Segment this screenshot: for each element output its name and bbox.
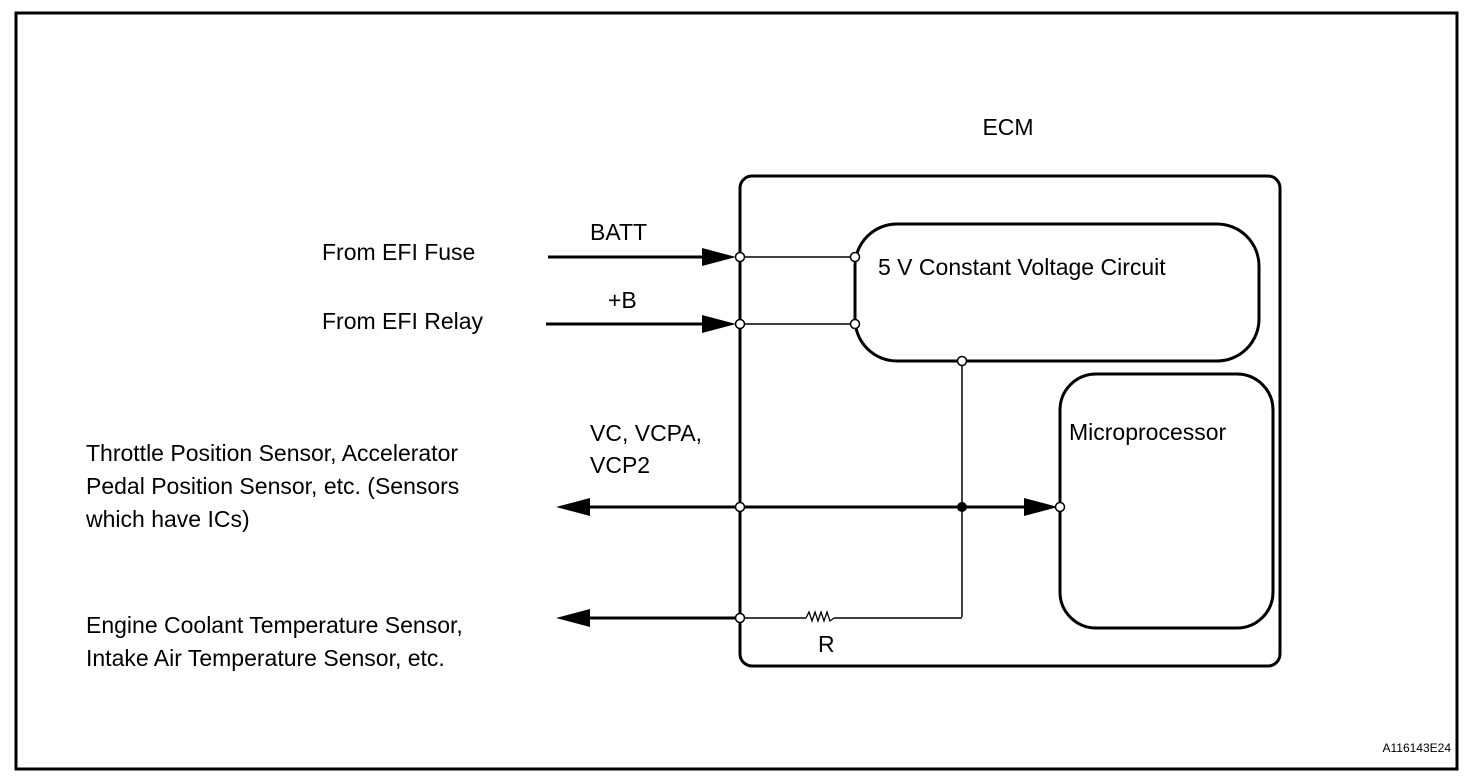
sensors-temp-label-line1: Engine Coolant Temperature Sensor, (86, 612, 463, 638)
arrow-right-icon (1024, 498, 1058, 516)
efi-fuse-label: From EFI Fuse (322, 239, 475, 265)
batt-terminal-label: BATT (590, 219, 647, 245)
batt-line (548, 248, 855, 266)
resistor-label: R (818, 631, 835, 657)
terminal-circles (734, 251, 1066, 624)
constant-voltage-circuit-label: 5 V Constant Voltage Circuit (878, 254, 1166, 280)
sensors-ic-label-line3: which have ICs) (85, 506, 250, 532)
vc-line (556, 498, 1058, 516)
junction-dot (957, 502, 967, 512)
constant-voltage-circuit-block (853, 222, 1261, 363)
sensors-ic-label-line1: Throttle Position Sensor, Accelerator (86, 440, 458, 466)
vc-terminal-label-line1: VC, VCPA, (590, 420, 702, 446)
arrow-right-icon (702, 248, 736, 266)
resistor-icon (805, 609, 835, 624)
efi-relay-label: From EFI Relay (322, 308, 484, 334)
microprocessor-label: Microprocessor (1069, 419, 1227, 445)
sensors-temp-label-line2: Intake Air Temperature Sensor, etc. (86, 645, 445, 671)
arrow-left-icon (556, 498, 590, 516)
plus-b-terminal-label: +B (608, 287, 637, 313)
vc-terminal-label-line2: VCP2 (590, 452, 650, 478)
ecm-box (738, 174, 1282, 668)
microprocessor-block (1058, 372, 1275, 630)
outer-frame (14, 11, 1459, 771)
figure-id: A116143E24 (1382, 741, 1451, 755)
sensors-ic-label-line2: Pedal Position Sensor, etc. (Sensors (86, 473, 459, 499)
arrow-right-icon (702, 315, 736, 333)
plus-b-line (546, 315, 855, 333)
arrow-left-icon (556, 609, 590, 627)
ecm-label: ECM (982, 114, 1033, 140)
resistor-line (556, 609, 962, 627)
